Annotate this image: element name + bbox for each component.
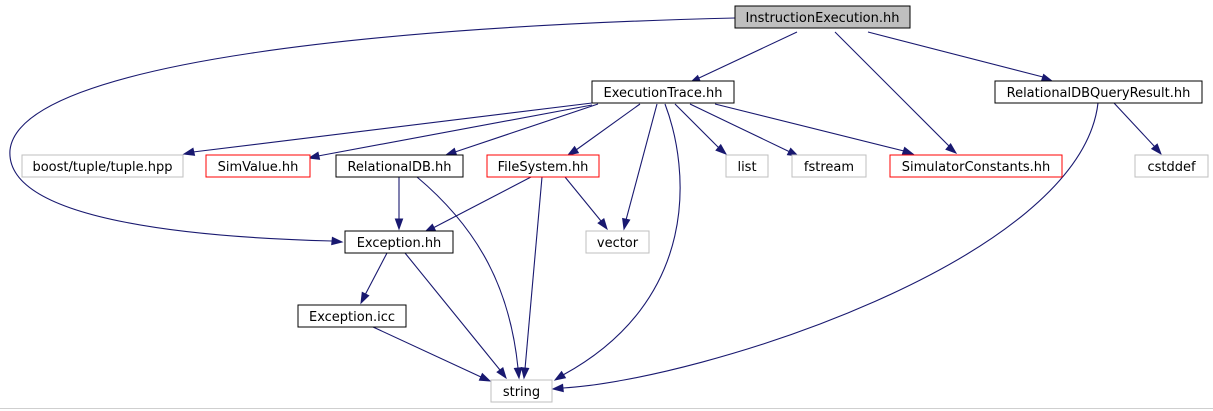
edge-exc-icc [360, 252, 388, 305]
edge-exc-string [404, 252, 507, 380]
node-instruction-execution[interactable]: InstructionExecution.hh [734, 5, 911, 29]
node-file-system[interactable]: FileSystem.hh [486, 154, 600, 178]
edge-ie-exc [9, 17, 736, 246]
node-list[interactable]: list [725, 154, 769, 178]
edge-et-fstream [689, 103, 800, 157]
edge-rdb-string [416, 176, 523, 380]
edge-et-vector [622, 103, 658, 231]
node-label: SimulatorConstants.hh [902, 160, 1051, 175]
node-label: cstddef [1147, 160, 1196, 175]
edge-et-string [553, 103, 681, 381]
node-exception-icc[interactable]: Exception.icc [297, 304, 407, 328]
node-label: FileSystem.hh [498, 160, 589, 175]
node-fstream[interactable]: fstream [791, 154, 867, 178]
edge-et-simval [307, 104, 593, 160]
edge-ie-simconst [834, 31, 958, 154]
edge-et-boost [182, 102, 593, 156]
node-label: boost/tuple/tuple.hpp [32, 160, 172, 175]
node-label: RelationalDB.hh [347, 160, 451, 175]
node-label: vector [597, 236, 639, 251]
node-relational-db-query-result[interactable]: RelationalDBQueryResult.hh [994, 80, 1203, 104]
node-label: fstream [804, 160, 854, 175]
file-nodes: InstructionExecution.hh ExecutionTrace.h… [21, 5, 1209, 403]
edge-et-fs [566, 103, 641, 156]
node-label: ExecutionTrace.hh [604, 86, 723, 101]
edge-fs-exc [423, 176, 532, 233]
edge-icc-string [372, 326, 492, 382]
node-label: InstructionExecution.hh [746, 11, 900, 26]
node-exception-hh[interactable]: Exception.hh [344, 230, 454, 254]
node-label: RelationalDBQueryResult.hh [1007, 86, 1191, 101]
node-relational-db[interactable]: RelationalDB.hh [335, 154, 464, 178]
node-label: Exception.hh [357, 236, 442, 251]
edge-rdqr-cstddef [1113, 102, 1162, 156]
edge-et-list [674, 103, 728, 155]
node-label: SimValue.hh [218, 160, 299, 175]
node-label: Exception.icc [309, 310, 395, 325]
node-cstddef[interactable]: cstddef [1134, 154, 1209, 178]
edge-rdb-exc [394, 177, 404, 231]
edge-ie-et [688, 31, 798, 84]
edge-fs-string [520, 176, 543, 380]
node-simulator-constants[interactable]: SimulatorConstants.hh [889, 154, 1063, 178]
node-label: list [737, 160, 756, 175]
node-vector[interactable]: vector [585, 230, 650, 254]
node-string[interactable]: string [490, 379, 553, 403]
dependency-edges [9, 17, 1162, 393]
node-label: string [503, 385, 540, 400]
footer-divider [0, 408, 1213, 409]
edge-rdqr-string [551, 102, 1099, 393]
node-execution-trace[interactable]: ExecutionTrace.hh [591, 80, 735, 104]
node-boost-tuple[interactable]: boost/tuple/tuple.hpp [21, 154, 184, 178]
edge-et-simconst [714, 103, 915, 155]
edge-ie-rdqr [867, 31, 1054, 82]
node-sim-value[interactable]: SimValue.hh [205, 154, 311, 178]
edge-fs-vector [564, 176, 608, 231]
